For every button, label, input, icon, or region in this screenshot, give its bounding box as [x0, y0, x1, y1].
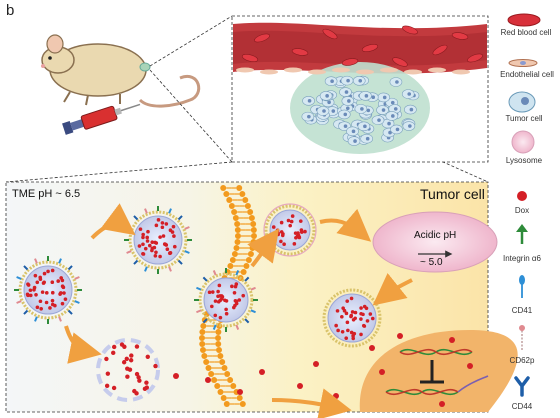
legend-cd44-label: CD44: [511, 402, 533, 411]
tumor-cell-cluster: [301, 75, 420, 146]
acidic-lysosome: [372, 211, 498, 273]
legend: [507, 13, 541, 397]
mouse-illustration: [41, 34, 201, 108]
panel-label: b: [6, 2, 15, 19]
legend-lysosome-icon: [511, 130, 535, 154]
legend-dox-label: Dox: [514, 206, 530, 215]
legend-lysosome-label: Lysosome: [505, 156, 543, 165]
legend-tumor-cell-label: Tumor cell: [505, 114, 543, 123]
legend-red-blood-cell-label: Red blood cell: [500, 28, 552, 37]
legend-cd62p-icon: [519, 325, 525, 350]
legend-endothelial-nucleus-icon: [520, 61, 526, 65]
tumor-cell-title: Tumor cell: [420, 186, 485, 202]
legend-cd41-label: CD41: [511, 306, 533, 315]
tme-ph-label: TME pH ~ 6.5: [12, 188, 81, 200]
acidic-ph-value: ~ 5.0: [420, 257, 443, 268]
red-blood-cells: [236, 25, 483, 75]
dna-strands: [385, 348, 489, 396]
acidic-ph-label: Acidic pH: [414, 230, 457, 241]
legend-dox-icon: [517, 191, 527, 201]
legend-cd62p-label: CD62p: [509, 356, 535, 365]
legend-integrin-label: Integrin α6: [503, 254, 541, 263]
syringe-illustration: [62, 103, 141, 135]
nanoparticles: [14, 203, 490, 407]
inhibit-symbol: [420, 360, 444, 384]
legend-red-blood-cell-icon: [507, 13, 541, 27]
nucleus: [359, 330, 518, 412]
legend-tumor-nucleus-icon: [521, 97, 529, 105]
legend-endothelial-cell-label: Endothelial cell: [500, 70, 554, 79]
legend-cd44-icon: [514, 376, 530, 397]
flow-arrows: [64, 203, 413, 418]
